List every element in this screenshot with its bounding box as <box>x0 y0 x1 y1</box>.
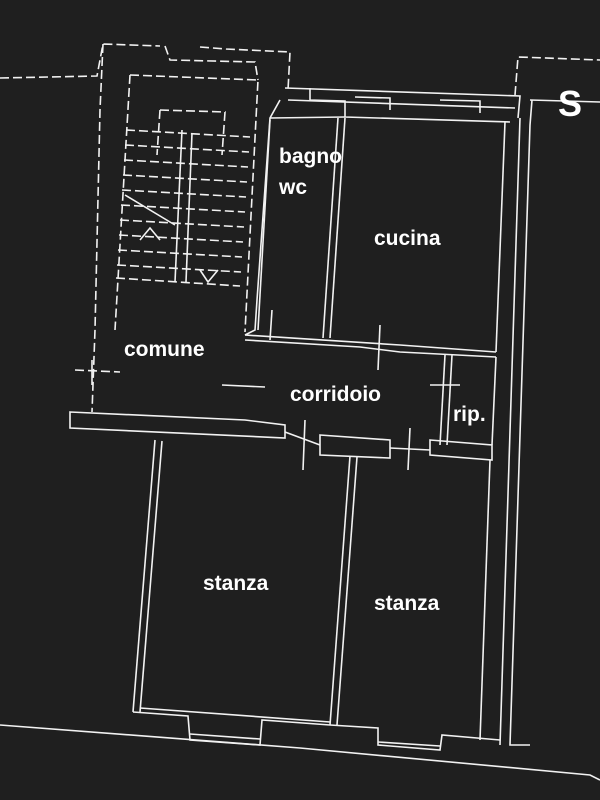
room-label-bagno: bagno <box>279 145 342 168</box>
stairwell <box>91 43 259 413</box>
room-label-comune: comune <box>124 338 205 361</box>
stair-arrow-icon <box>124 194 176 226</box>
room-label-stanza-right: stanza <box>374 592 440 615</box>
room-label-ripostiglio: rip. <box>453 403 486 426</box>
room-label-stanza-left: stanza <box>203 572 269 595</box>
walls <box>69 87 533 751</box>
section-marker: S <box>558 83 582 124</box>
room-label-cucina: cucina <box>374 227 441 250</box>
site-boundary <box>0 43 600 781</box>
room-label-corridoio: corridoio <box>290 383 381 406</box>
room-label-wc: wc <box>278 176 307 199</box>
